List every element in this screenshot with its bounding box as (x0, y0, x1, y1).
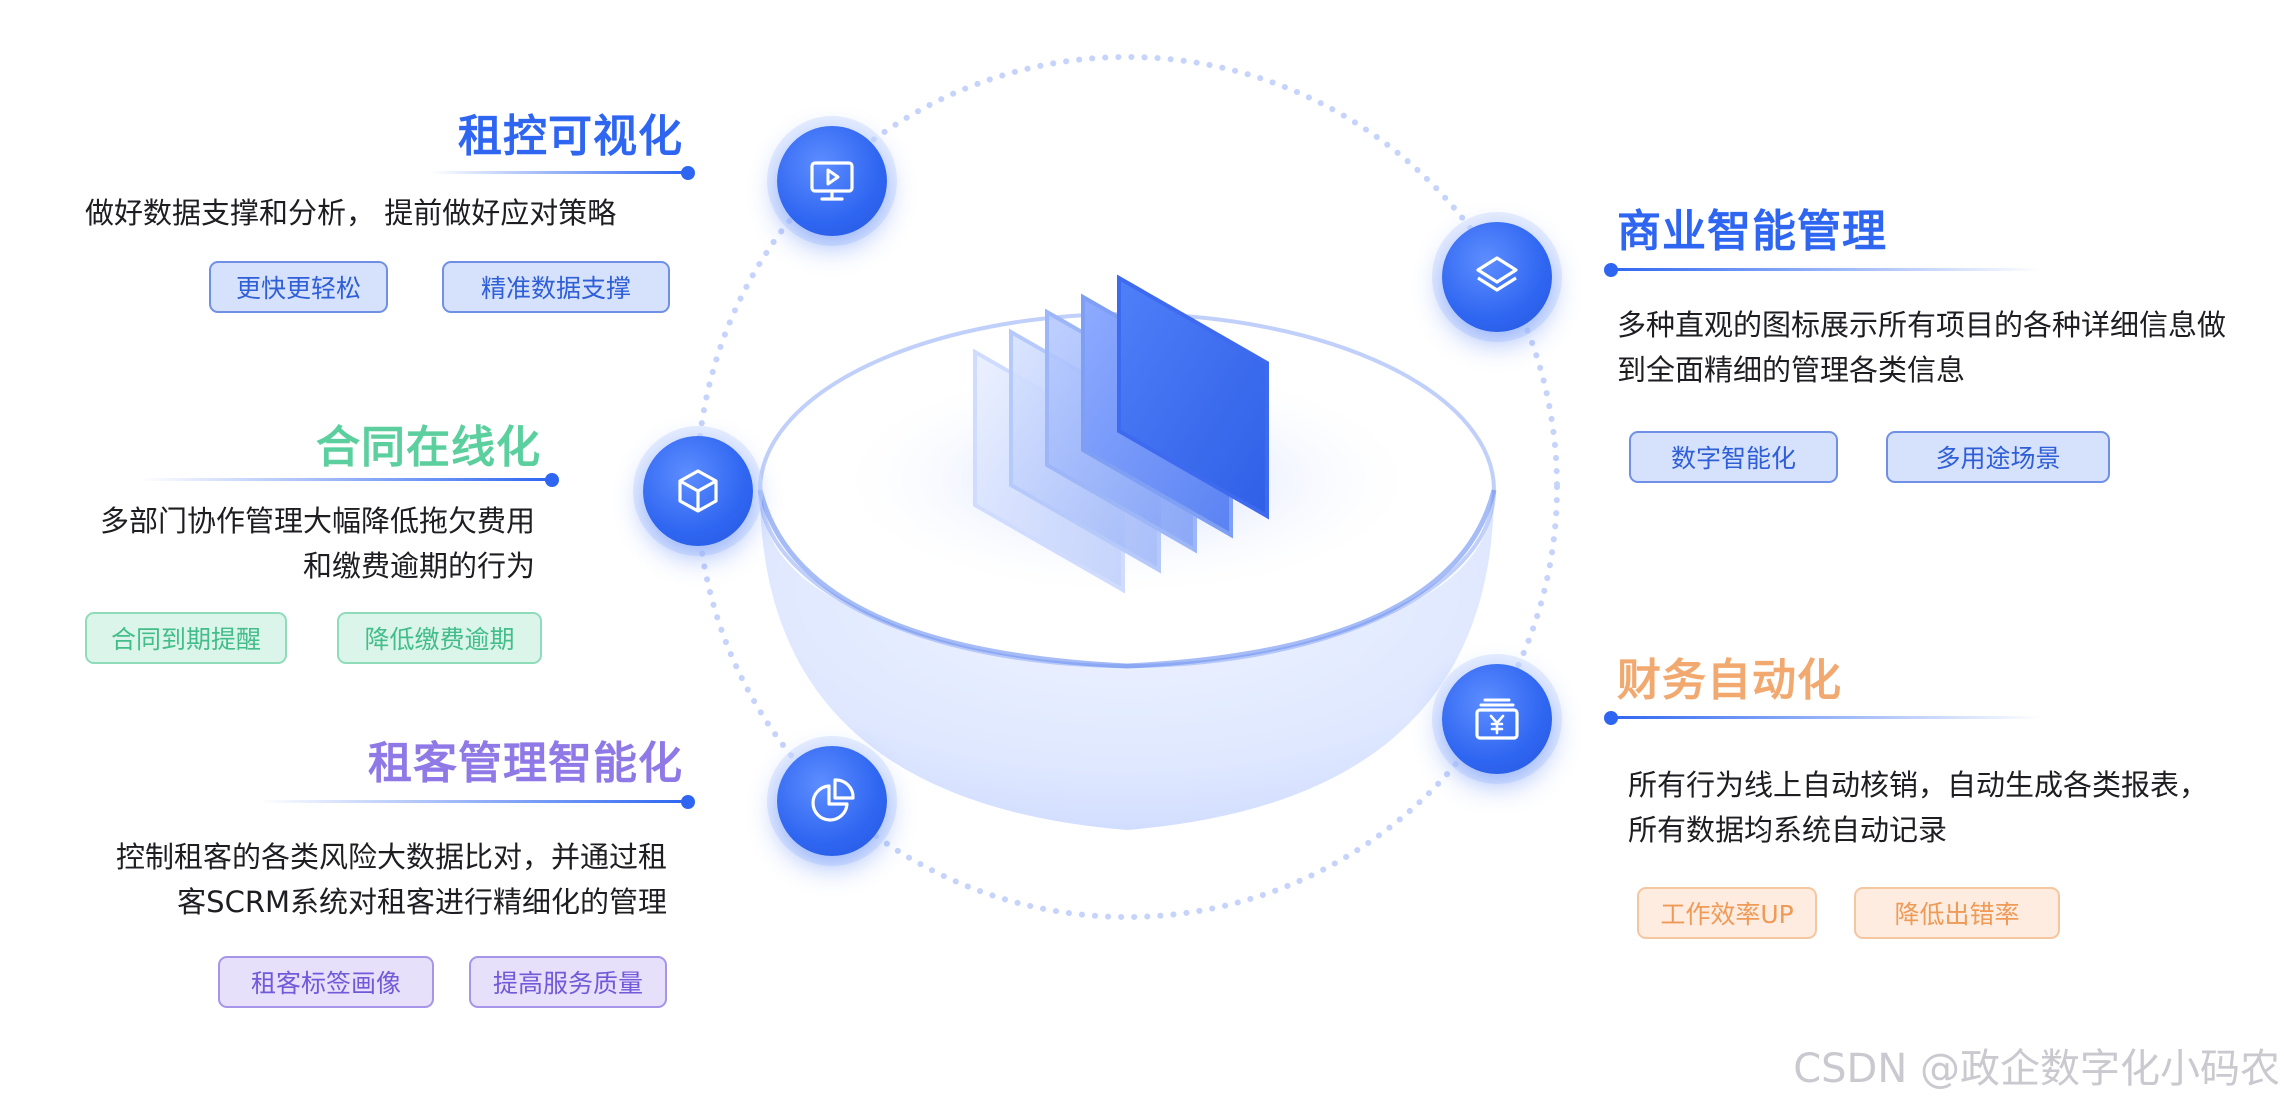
tag-tenant-profile[interactable]: 租客标签画像 (218, 956, 434, 1008)
tag-contract-reminder[interactable]: 合同到期提醒 (85, 612, 287, 664)
title-underline (140, 478, 550, 481)
desc-line: 到全面精细的管理各类信息 (1617, 353, 1966, 387)
underline-dot (1604, 263, 1618, 277)
title-underline (1612, 268, 2042, 271)
underline-dot (1604, 711, 1618, 725)
tag-precise-data[interactable]: 精准数据支撑 (442, 261, 670, 313)
section-desc-finance: 所有行为线上自动核销，自动生成各类报表， 所有数据均系统自动记录 (1628, 763, 2208, 853)
pie-chart-icon (811, 778, 855, 822)
section-desc-visual: 做好数据支撑和分析， 提前做好应对策略 (85, 191, 616, 236)
section-title-visual: 租控可视化 (458, 111, 683, 162)
title-underline (1612, 716, 2042, 719)
cube-node[interactable] (643, 436, 753, 546)
pie-chart-node[interactable] (777, 746, 887, 856)
section-desc-tenant: 控制租客的各类风险大数据比对，并通过租 客SCRM系统对租客进行精细化的管理 (116, 835, 667, 925)
desc-line: 所有行为线上自动核销，自动生成各类报表， (1628, 768, 2209, 802)
section-title-bi: 商业智能管理 (1617, 206, 1887, 257)
desc-line: 客SCRM系统对租客进行精细化的管理 (177, 885, 667, 919)
underline-dot (681, 795, 695, 809)
tag-digital-intelligence[interactable]: 数字智能化 (1629, 431, 1838, 483)
desc-line: 做好数据支撑和分析， 提前做好应对策略 (85, 196, 617, 230)
underline-dot (681, 166, 695, 180)
yen-wallet-node[interactable] (1442, 664, 1552, 774)
monitor-play-node[interactable] (777, 126, 887, 236)
desc-line: 多种直观的图标展示所有项目的各种详细信息做 (1617, 308, 2227, 342)
desc-line: 控制租客的各类风险大数据比对，并通过租 (115, 840, 667, 874)
yen-wallet-icon (1475, 698, 1519, 740)
section-desc-contract: 多部门协作管理大幅降低拖欠费用 和缴费逾期的行为 (100, 499, 535, 589)
section-title-contract: 合同在线化 (316, 422, 541, 473)
tag-service-quality[interactable]: 提高服务质量 (469, 956, 667, 1008)
desc-line: 所有数据均系统自动记录 (1628, 813, 1948, 847)
tag-reduce-overdue[interactable]: 降低缴费逾期 (337, 612, 542, 664)
layers-icon (1476, 256, 1518, 292)
section-desc-bi: 多种直观的图标展示所有项目的各种详细信息做 到全面精细的管理各类信息 (1617, 303, 2226, 393)
tag-faster-easier[interactable]: 更快更轻松 (209, 261, 388, 313)
cube-icon (678, 469, 718, 513)
tag-efficiency-up[interactable]: 工作效率UP (1637, 887, 1817, 939)
underline-dot (545, 473, 559, 487)
layers-node[interactable] (1442, 222, 1552, 332)
desc-line: 多部门协作管理大幅降低拖欠费用 (99, 504, 535, 538)
desc-line: 和缴费逾期的行为 (302, 549, 535, 583)
section-title-finance: 财务自动化 (1617, 655, 1842, 706)
watermark: CSDN @政企数字化小码农 (1793, 1046, 2280, 1092)
stacked-cards-graphic (973, 274, 1269, 594)
title-underline (260, 800, 685, 803)
tag-reduce-errors[interactable]: 降低出错率 (1854, 887, 2060, 939)
tag-multi-scenario[interactable]: 多用途场景 (1886, 431, 2110, 483)
section-title-tenant: 租客管理智能化 (368, 738, 683, 789)
title-underline (430, 171, 685, 174)
monitor-play-icon (810, 161, 854, 201)
